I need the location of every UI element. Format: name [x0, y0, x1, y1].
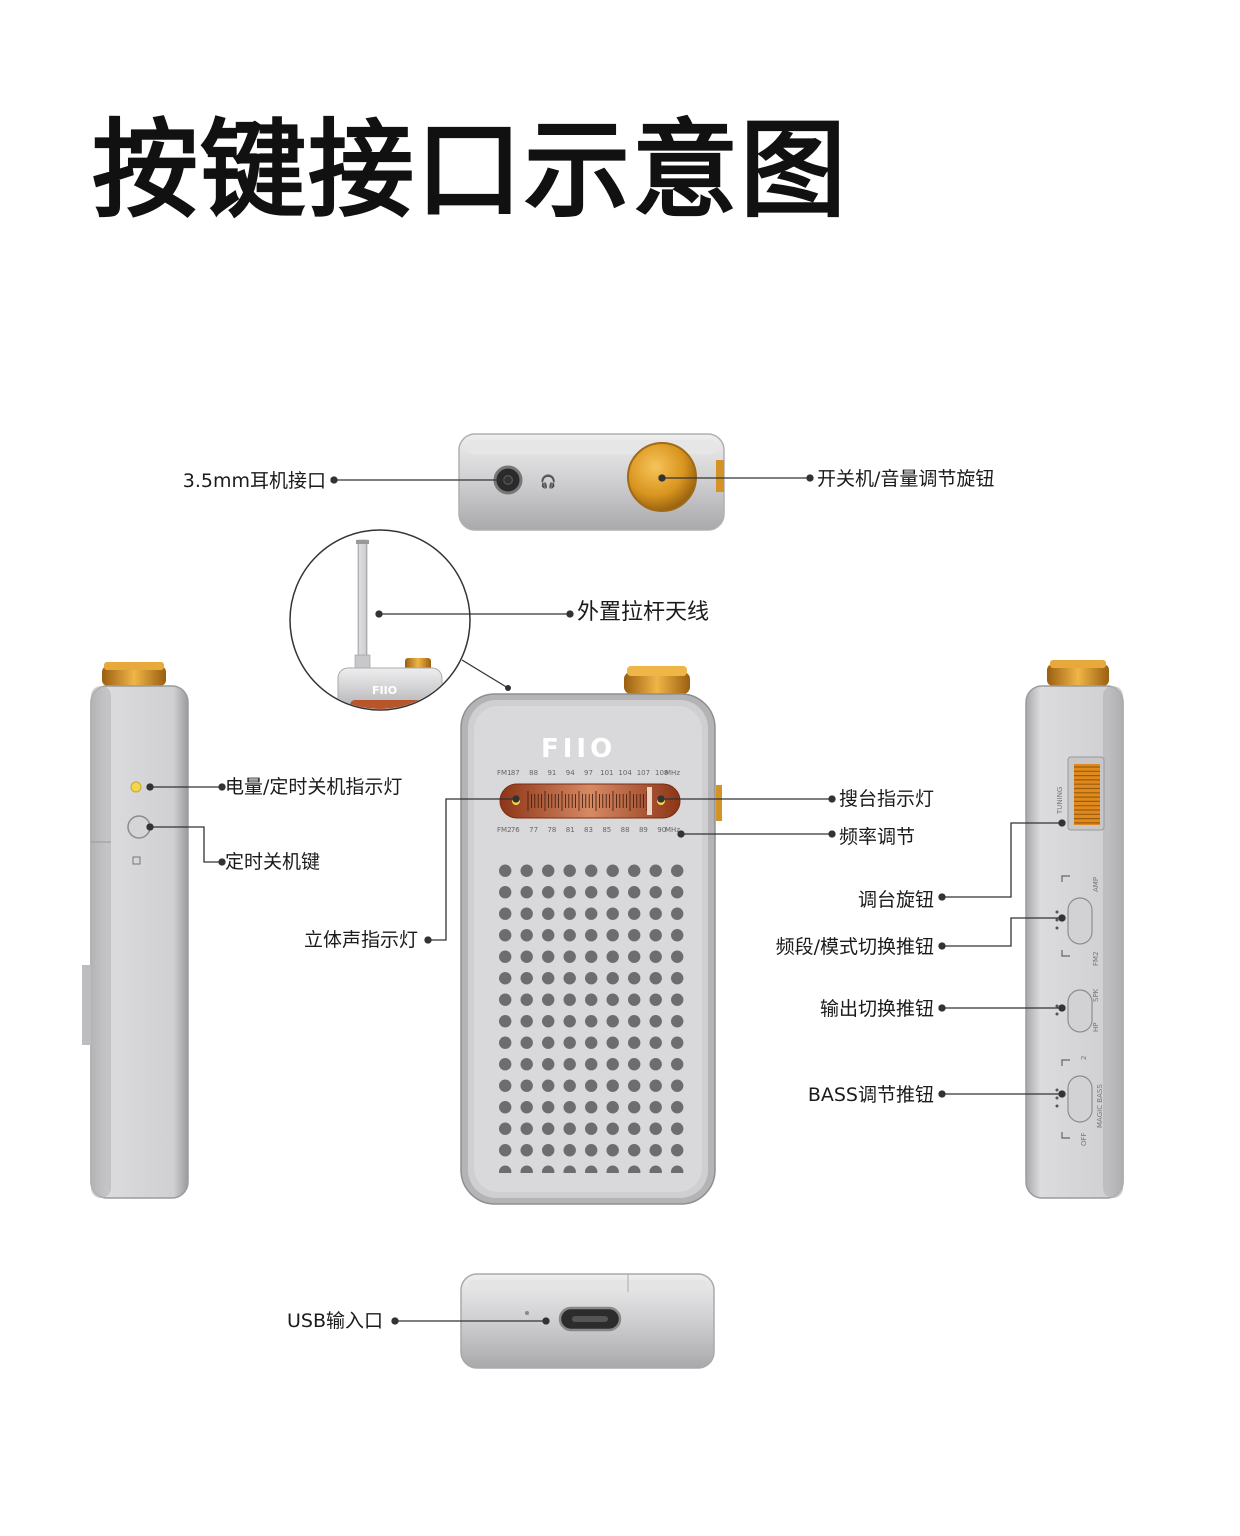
- top-view: 🎧: [458, 433, 725, 531]
- label-antenna: 外置拉杆天线: [577, 600, 710, 625]
- scale-label: FM1: [497, 769, 512, 777]
- label-tuning-led: 搜台指示灯: [839, 788, 935, 810]
- leader-lines: [330, 474, 814, 484]
- scale-label: 88: [529, 769, 538, 777]
- scale-label: 97: [584, 769, 593, 777]
- scale-label: 87: [511, 769, 520, 777]
- label-headphone-jack: 3.5mm耳机接口: [182, 470, 326, 492]
- scale-label: 94: [566, 769, 575, 777]
- scale-label: MHz: [665, 769, 680, 777]
- scale-label: 77: [529, 826, 538, 834]
- scale-label: 83: [584, 826, 593, 834]
- tuning-text: TUNING: [1056, 787, 1064, 815]
- label-output-switch: 输出切换推钮: [819, 998, 934, 1020]
- scale-label: 91: [547, 769, 556, 777]
- scale-label: 76: [511, 826, 520, 834]
- label-power-volume-knob: 开关机/音量调节旋钮: [817, 468, 995, 490]
- amp-text: AMP: [1092, 877, 1100, 892]
- frequency-dial: [499, 783, 681, 819]
- off-text: OFF: [1080, 1132, 1088, 1146]
- magic-bass-text: MAGIC BASS: [1096, 1084, 1104, 1128]
- spk-text: SPK: [1092, 988, 1100, 1002]
- label-usb-port: USB输入口: [286, 1310, 383, 1332]
- scale-label: FM2: [497, 826, 512, 834]
- label-battery-timer-led: 电量/定时关机指示灯: [225, 776, 403, 798]
- scale-label: 81: [566, 826, 575, 834]
- scale-label: 89: [639, 826, 648, 834]
- brand-logo: FIIO: [541, 734, 616, 764]
- speaker-grille: [497, 861, 691, 1173]
- headphone-icon: 🎧: [540, 474, 556, 490]
- page-title: 按键接口示意图: [92, 107, 848, 232]
- label-timer-key: 定时关机键: [225, 851, 321, 873]
- level-2-text: 2: [1080, 1056, 1088, 1060]
- svg-text:FIIO: FIIO: [372, 684, 397, 697]
- scale-label: MHz: [665, 826, 680, 834]
- scale-label: 78: [547, 826, 556, 834]
- antenna-callout: FIIO: [289, 529, 511, 711]
- label-stereo-led: 立体声指示灯: [303, 929, 418, 951]
- scale-label: 104: [618, 769, 632, 777]
- scale-label: 85: [602, 826, 611, 834]
- right-side-view: TUNING AMP FM2 SPK HP 2 MAGIC BASS OFF: [1025, 660, 1124, 1199]
- bottom-view: [460, 1273, 715, 1369]
- band-mode-switch[interactable]: [1067, 897, 1093, 945]
- label-band-mode-switch: 频段/模式切换推钮: [775, 936, 934, 958]
- scale-label: 108: [655, 769, 668, 777]
- scale-label: 88: [621, 826, 630, 834]
- left-side-view: [82, 662, 189, 1199]
- label-bass-switch: BASS调节推钮: [807, 1084, 934, 1106]
- scale-label: 101: [600, 769, 613, 777]
- bass-switch[interactable]: [1067, 1075, 1093, 1123]
- output-switch[interactable]: [1067, 989, 1093, 1033]
- scale-label: 107: [637, 769, 650, 777]
- fm2-text: FM2: [1092, 951, 1100, 966]
- label-tuning-knob: 调台旋钮: [857, 889, 934, 911]
- hp-text: HP: [1092, 1023, 1100, 1033]
- battery-timer-led: [130, 781, 142, 793]
- label-frequency-adjust: 频率调节: [839, 826, 916, 848]
- scale-label: 90: [657, 826, 666, 834]
